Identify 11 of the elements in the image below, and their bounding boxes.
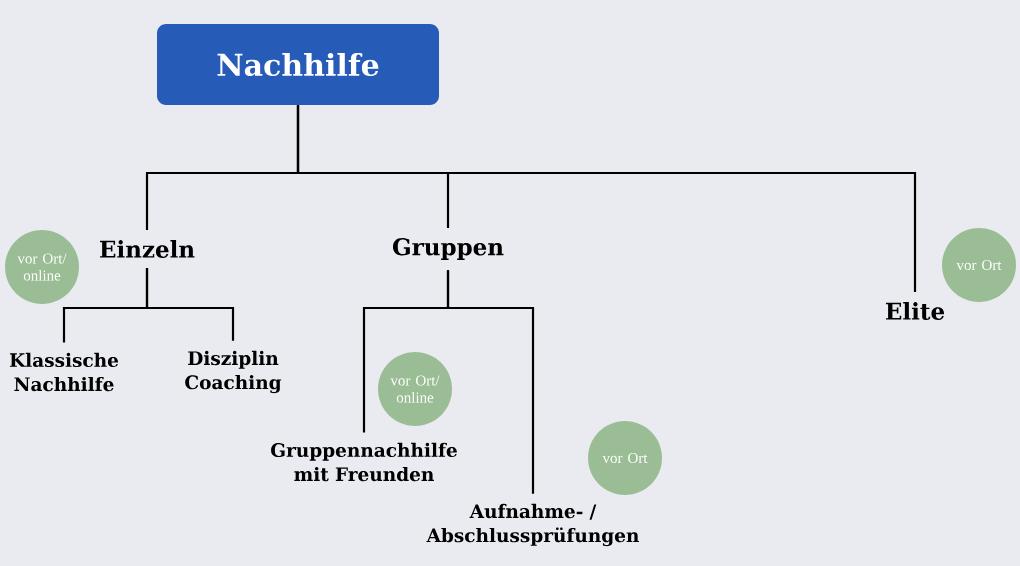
connector-line bbox=[296, 105, 917, 292]
branch-label: Klassische Nachhilfe bbox=[9, 352, 119, 392]
branch-label: Gruppennachhilfe mit Freunden bbox=[271, 442, 457, 482]
branch-label: Gruppen bbox=[393, 238, 504, 260]
branch-label: Elite bbox=[885, 302, 945, 320]
branch-label: Einzeln bbox=[100, 240, 195, 258]
branch-label: Aufnahme- / Abschlussprüfungen bbox=[426, 503, 639, 547]
title-box: Nachhilfe bbox=[157, 24, 439, 105]
connector-line bbox=[145, 268, 235, 341]
branch-label: Disziplin Coaching bbox=[185, 350, 282, 394]
connector-line bbox=[446, 270, 535, 494]
